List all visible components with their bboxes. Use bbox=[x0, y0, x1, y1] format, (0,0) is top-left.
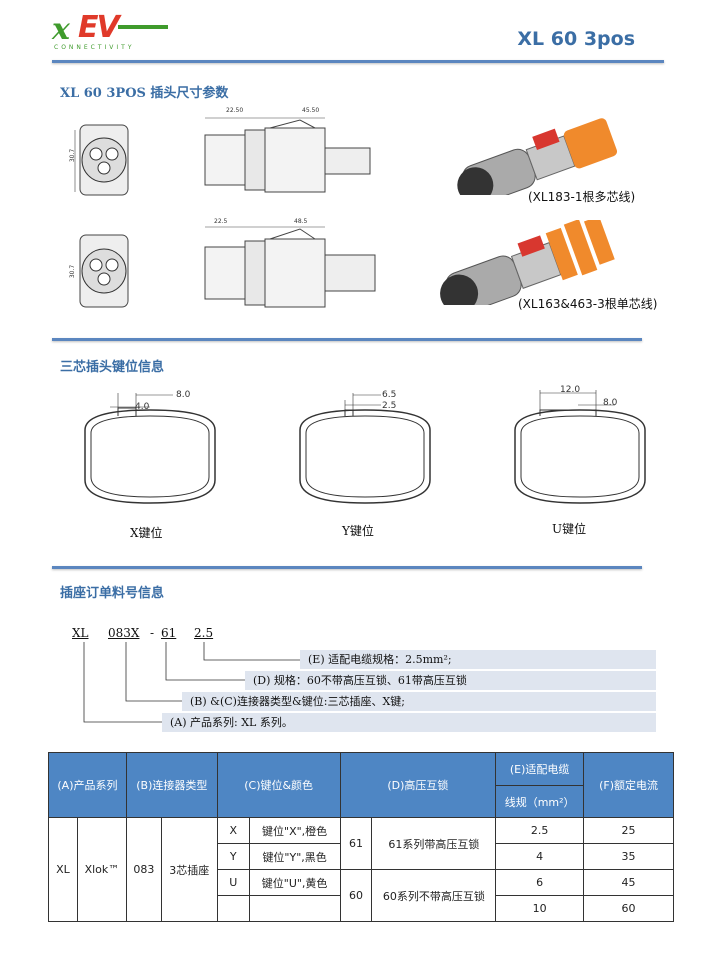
code-part-series: XL bbox=[72, 626, 89, 640]
section-title-dimensions: XL 60 3POS 插头尺寸参数 bbox=[60, 86, 229, 101]
cell-empty bbox=[216, 895, 250, 922]
cell-type-name: 3芯插座 bbox=[160, 817, 218, 922]
header-key-color: (C)键位&颜色 bbox=[216, 752, 341, 818]
code-part-spec: 61 bbox=[161, 626, 177, 640]
key-dim: 6.5 bbox=[382, 390, 397, 400]
header-rule bbox=[52, 60, 664, 63]
dim-label: 30.7 bbox=[69, 148, 77, 163]
cell-type-code: 083 bbox=[125, 817, 162, 922]
code-desc-a: (A) 产品系列: XL 系列。 bbox=[162, 713, 656, 732]
cell-hvil-code: 61 bbox=[339, 817, 373, 870]
cell-hvil-desc: 61系列带高压互锁 bbox=[371, 817, 497, 870]
cell-brand: Xlok™ bbox=[76, 817, 127, 922]
dim-label: 22.5 bbox=[214, 218, 228, 225]
connector-drawing-1 bbox=[74, 117, 371, 196]
key-dim: 2.5 bbox=[382, 401, 397, 411]
code-desc-bc: (B) &(C)连接器类型&键位:三芯插座、X键; bbox=[182, 692, 656, 711]
key-dim: 12.0 bbox=[560, 385, 581, 395]
key-dim: 8.0 bbox=[176, 390, 191, 400]
header-series: (A)产品系列 bbox=[48, 752, 127, 818]
code-part-type: 083X bbox=[108, 626, 140, 640]
header-hvil: (D)高压互锁 bbox=[339, 752, 497, 818]
connector-drawing-2 bbox=[79, 226, 376, 308]
code-desc-e: (E) 适配电缆规格：2.5mm²; bbox=[300, 650, 656, 669]
cell-current: 25 bbox=[583, 817, 674, 844]
cell-empty bbox=[248, 895, 341, 922]
section-title-ordering: 插座订单料号信息 bbox=[60, 586, 165, 601]
cell-key-desc: 键位"X",橙色 bbox=[248, 817, 341, 844]
logo-ev: EV bbox=[78, 10, 120, 45]
key-label-x: X键位 bbox=[130, 526, 163, 540]
code-part-cable: 2.5 bbox=[194, 626, 214, 640]
code-leader-lines bbox=[83, 642, 300, 723]
header-gauge: 线规（mm²） bbox=[495, 785, 585, 818]
dim-label: 30.7 bbox=[69, 264, 77, 279]
cell-key-desc: 键位"Y",黑色 bbox=[248, 843, 341, 870]
cell-gauge: 2.5 bbox=[495, 817, 585, 844]
cell-series: XL bbox=[48, 817, 78, 922]
code-separator: - bbox=[150, 626, 155, 640]
connector-photo-1 bbox=[457, 118, 618, 195]
page-title: XL 60 3pos bbox=[517, 28, 635, 50]
photo-caption-1: (XL183-1根多芯线) bbox=[528, 190, 636, 204]
cell-key-code: Y bbox=[216, 843, 250, 870]
header-type: (B)连接器类型 bbox=[125, 752, 218, 818]
cell-key-code: U bbox=[216, 869, 250, 896]
cell-gauge: 10 bbox=[495, 895, 585, 922]
cell-current: 60 bbox=[583, 895, 674, 922]
section-rule bbox=[52, 338, 642, 341]
dim-label: 22.50 bbox=[226, 107, 244, 114]
section-rule bbox=[52, 566, 642, 569]
cell-current: 35 bbox=[583, 843, 674, 870]
logo-x: x bbox=[52, 12, 70, 47]
photo-caption-2: (XL163&463-3根单芯线) bbox=[518, 297, 658, 311]
key-dim: 4.0 bbox=[135, 402, 150, 412]
cell-key-desc: 键位"U",黄色 bbox=[248, 869, 341, 896]
key-label-y: Y键位 bbox=[342, 524, 374, 538]
spec-table: (A)产品系列 (B)连接器类型 (C)键位&颜色 (D)高压互锁 (E)适配电… bbox=[48, 752, 674, 922]
code-desc-d: (D) 规格：60不带高压互锁、61带高压互锁 bbox=[245, 671, 656, 690]
section-title-keying: 三芯插头键位信息 bbox=[60, 360, 165, 375]
cell-hvil-code: 60 bbox=[339, 869, 373, 922]
cell-current: 45 bbox=[583, 869, 674, 896]
key-label-u: U键位 bbox=[552, 522, 587, 536]
connector-photo-2 bbox=[440, 220, 615, 305]
keying-diagrams bbox=[84, 390, 646, 504]
logo-subtitle: CONNECTIVITY bbox=[54, 44, 135, 51]
cell-key-code: X bbox=[216, 817, 250, 844]
logo-swoosh-icon bbox=[118, 25, 168, 29]
cell-gauge: 6 bbox=[495, 869, 585, 896]
header-cable: (E)适配电缆 bbox=[495, 752, 585, 786]
cell-gauge: 4 bbox=[495, 843, 585, 870]
dim-label: 48.5 bbox=[294, 218, 308, 225]
header-current: (F)额定电流 bbox=[583, 752, 674, 818]
key-dim: 8.0 bbox=[603, 398, 618, 408]
dim-label: 45.50 bbox=[302, 107, 320, 114]
cell-hvil-desc: 60系列不带高压互锁 bbox=[371, 869, 497, 922]
